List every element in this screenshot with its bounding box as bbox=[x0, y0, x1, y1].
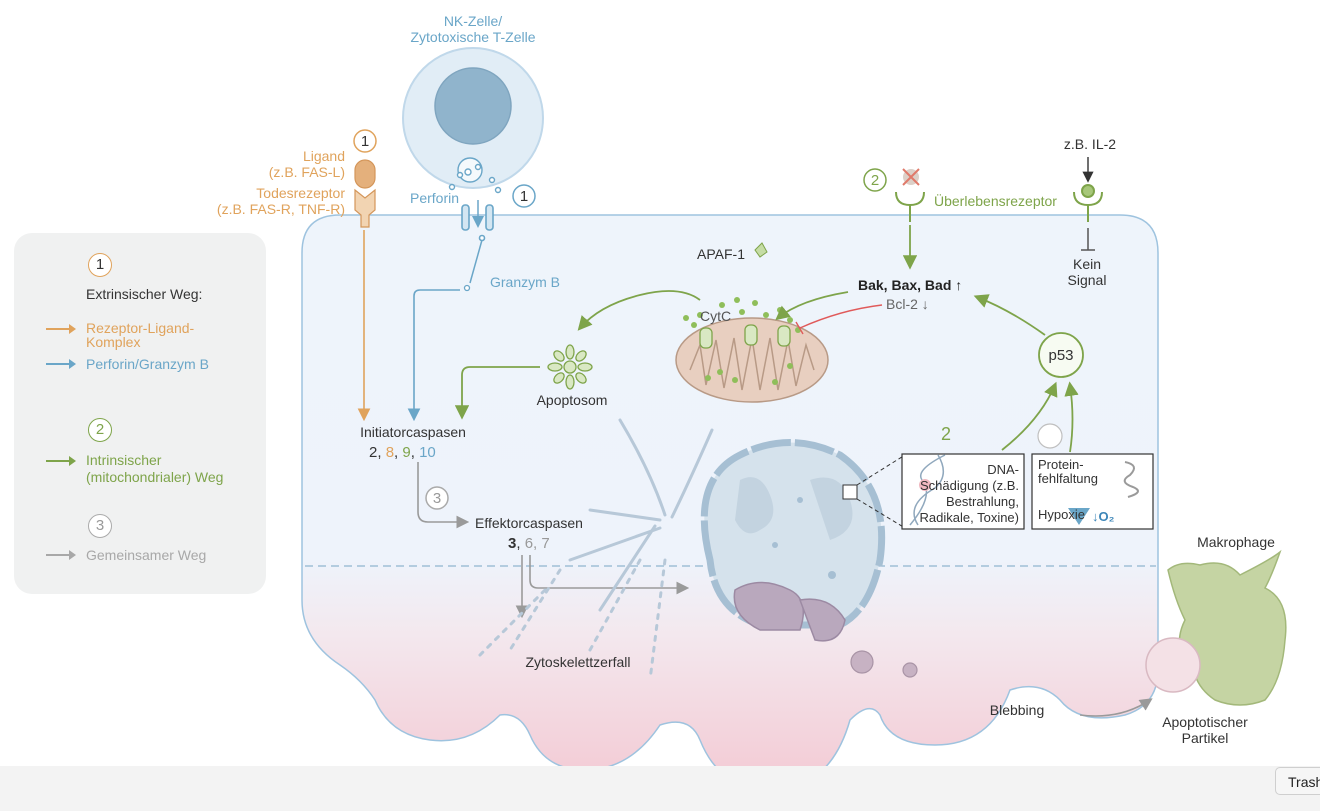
badge-perforin: 1 bbox=[520, 188, 528, 205]
arrow-blebbing bbox=[1079, 698, 1153, 717]
death-receptor-label: Todesrezeptor bbox=[256, 185, 345, 201]
legend-common: Gemeinsamer Weg bbox=[86, 547, 207, 563]
footer-bar bbox=[0, 766, 1320, 811]
legend-badge-1: 1 bbox=[88, 253, 112, 277]
legend-arrow-green bbox=[46, 456, 76, 466]
legend-intrinsic-1: Intrinsischer bbox=[86, 452, 162, 468]
arrow-apoptosome-initiator bbox=[454, 366, 540, 420]
legend-intrinsic-2: (mitochondrialer) Weg bbox=[86, 469, 224, 485]
bleb-2 bbox=[902, 662, 918, 678]
initiator-label: Initiatorcaspasen bbox=[360, 424, 466, 440]
apoptotic-particle bbox=[1145, 637, 1201, 693]
effector-numbers: 3, 6, 7 bbox=[508, 535, 550, 552]
nk-label-1: NK-Zelle/ bbox=[444, 13, 502, 29]
arrow-apaf-apoptosome bbox=[577, 290, 701, 331]
p53-circle bbox=[1038, 332, 1084, 378]
o2-triangle-icon bbox=[1068, 508, 1090, 525]
badge-survival: 2 bbox=[871, 172, 879, 189]
cytoskeleton-dashes bbox=[473, 558, 667, 682]
protein-line1: Protein- bbox=[1038, 457, 1084, 472]
legend-panel: 1 Extrinsischer Weg: Rezeptor-Ligand- Ko… bbox=[14, 233, 266, 594]
hypoxia-label: Hypoxie bbox=[1038, 507, 1085, 522]
dna-line4: Radikale, Toxine) bbox=[920, 510, 1019, 525]
dna-line2: Schädigung (z.B. bbox=[920, 478, 1019, 493]
nk-label-2: Zytotoxische T-Zelle bbox=[410, 29, 535, 45]
nucleus bbox=[700, 439, 906, 642]
legend-badge-3: 3 bbox=[88, 514, 112, 538]
legend-perforin: Perforin/Granzym B bbox=[86, 356, 209, 372]
perforin-pore bbox=[461, 200, 494, 242]
survival-receptor-right bbox=[1073, 184, 1103, 222]
blebbing-label: Blebbing bbox=[990, 702, 1045, 718]
arrow-protein-p53 bbox=[1064, 381, 1079, 453]
dna-box bbox=[901, 453, 1025, 530]
legend-arrow-orange bbox=[46, 324, 76, 334]
fragment-rays bbox=[568, 418, 714, 612]
badge-common: 3 bbox=[433, 490, 441, 507]
arrow-bak-mito bbox=[775, 291, 849, 321]
legend-arrow-gray bbox=[46, 550, 76, 560]
o2-label: ↓O₂ bbox=[1092, 509, 1115, 524]
granzyme-label: Granzym B bbox=[490, 274, 560, 290]
bleb-1 bbox=[850, 650, 874, 674]
effector-label: Effektorcaspasen bbox=[475, 515, 583, 531]
mitochondrion bbox=[675, 317, 829, 403]
ligand-receptor bbox=[354, 159, 376, 228]
legend-arrow-blue bbox=[46, 359, 76, 369]
cytoskeleton-label: Zytoskelettzerfall bbox=[525, 654, 630, 670]
badge-ligand: 1 bbox=[361, 133, 369, 150]
survival-label: Überlebensrezeptor bbox=[934, 192, 1057, 209]
arrow-initiator-effector bbox=[417, 462, 470, 529]
arrow-effector-nucleus bbox=[529, 555, 690, 595]
death-receptor-example: (z.B. FAS-R, TNF-R) bbox=[217, 201, 345, 217]
ligand-label: Ligand bbox=[303, 148, 345, 164]
dna-helix-icon bbox=[909, 454, 946, 526]
ligand-example: (z.B. FAS-L) bbox=[269, 164, 345, 180]
p53-label: p53 bbox=[1048, 347, 1073, 364]
arrow-granzyme-in bbox=[469, 239, 483, 284]
legend-receptor-ligand-2: Komplex bbox=[86, 334, 141, 350]
inhibit-bcl2 bbox=[795, 304, 883, 335]
legend-extrinsic-heading: Extrinsischer Weg: bbox=[86, 286, 203, 302]
apaf-label: APAF-1 bbox=[697, 246, 745, 262]
legend-badge-2: 2 bbox=[88, 418, 112, 442]
no-signal-1: Kein bbox=[1073, 256, 1101, 272]
survival-receptor-left bbox=[895, 191, 925, 222]
il2-label: z.B. IL-2 bbox=[1064, 136, 1116, 152]
initiator-numbers: 2, 8, 9, 10 bbox=[369, 444, 436, 461]
perforin-granules bbox=[448, 157, 502, 194]
legend-receptor-ligand-1: Rezeptor-Ligand- bbox=[86, 320, 195, 336]
num2-label: 2 bbox=[941, 424, 951, 444]
dna-line1: DNA- bbox=[987, 462, 1019, 477]
cytc-dots bbox=[683, 297, 801, 385]
protein-line2: fehlfaltung bbox=[1038, 471, 1098, 486]
apoptosome bbox=[547, 344, 593, 390]
nk-nucleus bbox=[434, 67, 512, 145]
arrow-dna-p53 bbox=[1001, 381, 1058, 451]
bak-label: Bak, Bax, Bad ↑ bbox=[858, 277, 962, 293]
bcl2-label: Bcl-2 ↓ bbox=[886, 296, 929, 312]
misfold-icon bbox=[1123, 461, 1139, 498]
arrow-p53-bak bbox=[973, 294, 1046, 336]
perforin-label: Perforin bbox=[410, 190, 459, 206]
blocked-x bbox=[902, 168, 920, 186]
inhibit-no-signal bbox=[1081, 228, 1095, 251]
arrow-granzyme bbox=[407, 289, 460, 422]
no-signal-2: Signal bbox=[1068, 272, 1107, 288]
particle-label-2: Partikel bbox=[1182, 730, 1229, 746]
macrophage-label: Makrophage bbox=[1197, 534, 1275, 550]
dna-line3: Bestrahlung, bbox=[946, 494, 1019, 509]
apoptosome-label: Apoptosom bbox=[537, 392, 608, 408]
trash-button[interactable]: Trash bbox=[1275, 767, 1320, 795]
stress-circle bbox=[1037, 423, 1063, 449]
cytc-label: CytC bbox=[700, 308, 731, 324]
apaf-icon bbox=[754, 242, 768, 258]
particle-label-1: Apoptotischer bbox=[1162, 714, 1248, 730]
